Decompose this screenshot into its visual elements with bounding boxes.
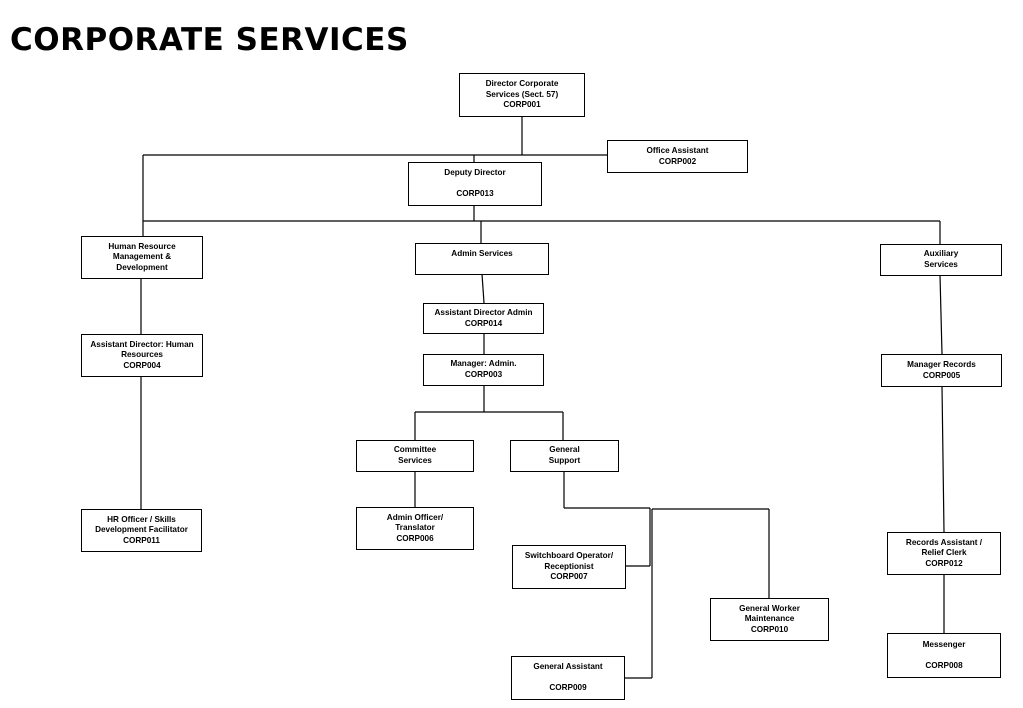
- box-text-line: Translator: [395, 523, 435, 533]
- box-text-line: Development Facilitator: [95, 525, 188, 535]
- box-text-line: Maintenance: [744, 614, 795, 624]
- box-text-line: General: [549, 445, 580, 455]
- box-text-line: CORP005: [922, 370, 961, 380]
- box-text-line: CORP009: [549, 683, 587, 692]
- box-admin-services: Admin Services: [415, 243, 549, 275]
- page-title: CORPORATE SERVICES: [10, 22, 409, 58]
- box-text-line: CORP008: [925, 660, 963, 670]
- box-text-line: CORP007: [550, 572, 588, 582]
- connector: [941, 385, 945, 533]
- box-text-line: Office Assistant: [646, 145, 709, 155]
- box-text-line: Services (Sect. 57): [485, 89, 559, 99]
- box-text-line: CORP001: [503, 100, 541, 110]
- box-text-line: CORP010: [750, 624, 789, 634]
- box-text-line: CORP006: [396, 533, 434, 543]
- box-text-line: Committee: [393, 445, 437, 455]
- box-text-line: Support: [548, 456, 581, 465]
- connector: [481, 273, 485, 304]
- box-text-line: Auxiliary: [923, 249, 959, 259]
- box-text-line: Messenger: [922, 639, 966, 649]
- connector: [939, 274, 943, 355]
- box-text-line: Manager Records: [907, 359, 976, 369]
- box-text-line: Deputy Director: [444, 168, 506, 178]
- box-text-line: Resources: [121, 350, 163, 360]
- box-text-line: Management &: [112, 252, 172, 262]
- box-text-line: Switchboard Operator/: [524, 551, 614, 561]
- box-text-line: Relief Clerk: [921, 548, 967, 558]
- box-text-line: Admin Officer/: [386, 512, 444, 522]
- box-text-line: Assistant Director: Human: [90, 339, 194, 349]
- box-text-line: General Worker: [739, 603, 800, 613]
- box-text-line: Manager: Admin.: [450, 359, 517, 369]
- box-text-line: CORP002: [658, 156, 697, 166]
- box-text-line: HR Officer / Skills: [107, 514, 176, 524]
- box-text-line: Human Resource: [108, 241, 176, 251]
- box-text-line: CORP011: [123, 535, 160, 545]
- box-text-line: Director Corporate: [485, 79, 559, 89]
- box-manager-admin: Manager: Admin.CORP003: [423, 354, 544, 386]
- box-text-line: CORP014: [464, 318, 503, 328]
- box-text-line: Records Assistant /: [905, 537, 983, 547]
- box-text-line: CORP004: [123, 360, 161, 370]
- box-text-line: CORP012: [925, 558, 963, 568]
- box-text-line: CORP013: [456, 189, 494, 198]
- box-text-line: CORP003: [464, 370, 503, 379]
- box-text-line: Receptionist: [544, 561, 594, 571]
- box-text-line: General Assistant: [533, 662, 603, 672]
- box-text-line: Services: [398, 456, 432, 465]
- box-text-line: Admin Services: [451, 249, 513, 258]
- box-text-line: Development: [116, 262, 168, 272]
- box-text-line: Services: [924, 260, 958, 269]
- box-text-line: Assistant Director Admin: [434, 307, 533, 317]
